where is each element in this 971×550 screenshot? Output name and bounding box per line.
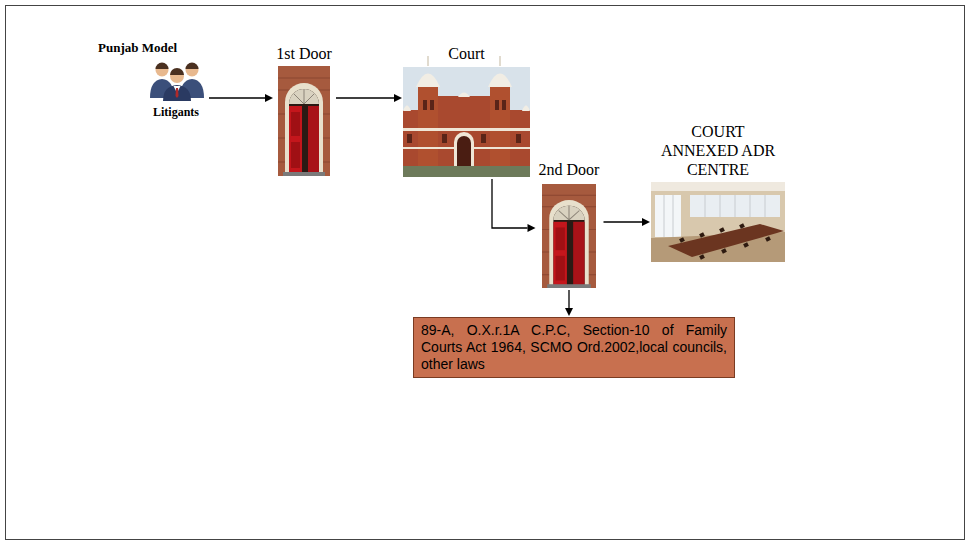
arrow-head	[565, 308, 573, 316]
court-picture-part	[423, 100, 427, 110]
diagram-title: Punjab Model	[98, 40, 177, 56]
flow-arrow	[492, 179, 536, 232]
flow-arrow	[565, 290, 573, 316]
door-picture	[278, 66, 330, 176]
arrow-line	[209, 97, 265, 98]
court-picture-part	[495, 100, 499, 110]
adr-room-picture-part	[655, 195, 681, 237]
litigants-icon-part	[163, 85, 191, 101]
court-picture-part	[454, 132, 474, 168]
court-picture-part	[403, 67, 530, 177]
box-text: 89-A, O.X.r.1A C.P.C, Section-10 of Fami…	[421, 322, 727, 373]
court-picture-part	[490, 86, 510, 166]
litigants-icon-part	[170, 69, 184, 83]
court-picture-part	[516, 134, 521, 143]
door-node: 1st Door	[274, 44, 334, 177]
litigants-node: Litigants	[145, 60, 207, 120]
court-picture-part	[457, 136, 471, 168]
court-picture-part	[442, 134, 447, 143]
court-picture-part	[430, 100, 434, 110]
court-picture-part	[481, 134, 486, 143]
adr-room-picture-part	[705, 195, 765, 217]
frame-part	[6, 6, 965, 540]
court-node: Court	[403, 44, 530, 178]
door-node: 2nd Door	[537, 160, 602, 289]
arrow-head	[642, 218, 650, 226]
node-heading: COURT ANNEXED ADR CENTRE	[659, 122, 777, 179]
court-picture-part	[418, 86, 438, 166]
court-picture-part	[407, 134, 412, 143]
adr-room-picture-part	[651, 182, 785, 262]
litigants-icon-part	[170, 68, 184, 75]
adr-centre-node: COURT ANNEXED ADR CENTRE	[651, 122, 785, 262]
litigants-icon-part	[176, 88, 179, 98]
arrow-line	[336, 97, 394, 98]
node-heading: Court	[448, 44, 484, 63]
court-picture-part	[502, 100, 506, 110]
flow-arrow	[336, 94, 402, 102]
node-heading: 2nd Door	[539, 160, 600, 179]
court-picture-part	[438, 96, 490, 112]
litigants-icon	[150, 63, 204, 101]
adr-room-picture-part	[664, 195, 673, 237]
court-picture-part	[403, 128, 530, 131]
door-picture	[542, 184, 596, 288]
arrow-head	[265, 94, 273, 102]
litigants-icon-part	[186, 63, 199, 69]
court-picture	[403, 56, 530, 177]
flow-arrow	[209, 94, 273, 102]
litigants-icon-part	[156, 64, 169, 77]
adr-room-picture	[651, 182, 785, 262]
arrow-line	[604, 221, 643, 222]
court-picture-part	[416, 74, 440, 88]
court-picture-part	[488, 74, 512, 88]
arrow-line	[492, 179, 528, 228]
node-heading: 1st Door	[276, 44, 332, 63]
flow-arrow	[604, 218, 651, 226]
law-box: 89-A, O.X.r.1A C.P.C, Section-10 of Fami…	[413, 317, 735, 378]
litigants-icon-part	[186, 64, 199, 77]
arrow-head	[528, 224, 536, 232]
court-picture-part	[403, 166, 530, 177]
adr-room-picture-part	[668, 224, 784, 257]
arrow-head	[394, 94, 402, 102]
node-heading: Litigants	[153, 105, 199, 120]
adr-room-picture-part	[651, 182, 785, 191]
court-picture-part	[403, 93, 530, 112]
adr-room-picture-part	[680, 225, 770, 258]
arrow-line	[568, 290, 569, 308]
adr-room-picture-part	[690, 195, 780, 217]
litigants-icon-part	[156, 63, 169, 69]
